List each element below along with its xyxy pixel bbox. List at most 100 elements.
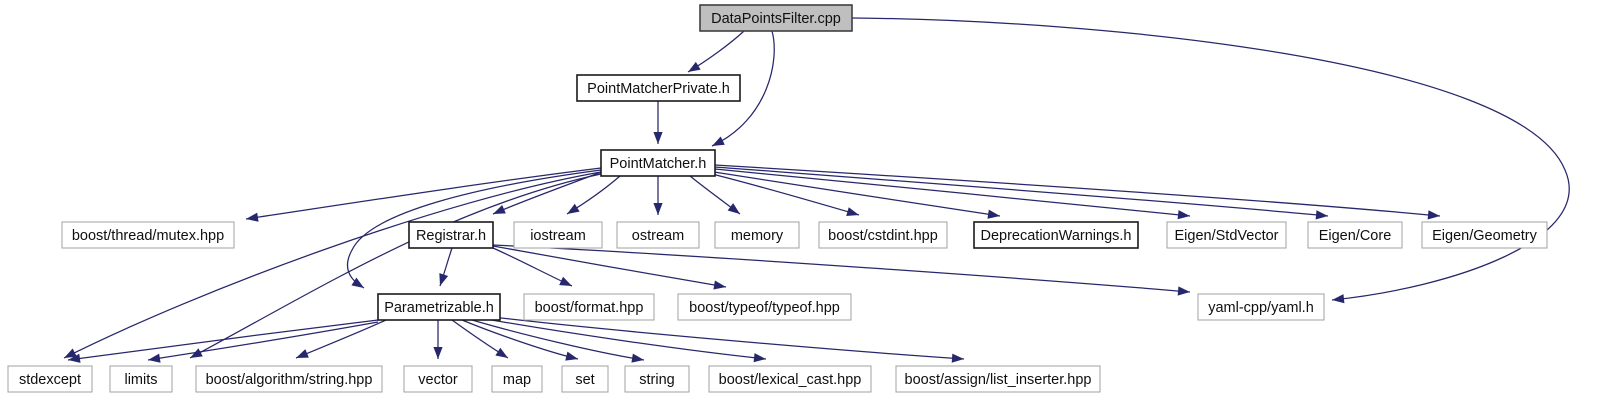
node-box-boostlexicalcast[interactable] [708,365,872,393]
arrowhead-pointmatcherprivate-to-pointmatcher [653,132,663,144]
edge-pointmatcher-to-parametrizable [347,169,602,289]
arrowhead-parametrizable-to-set [565,351,578,361]
node-boostmutex[interactable]: boost/thread/mutex.hpp [61,221,235,249]
node-box-datapointsfilter[interactable] [699,4,853,32]
edge-pointmatcher-to-boostmutex [245,167,602,220]
node-box-string[interactable] [624,365,690,393]
edge-pointmatcher-to-eigencore [714,166,1329,217]
node-box-map[interactable] [491,365,543,393]
node-box-registrar[interactable] [408,221,494,249]
arrowhead-pointmatcher-to-eigencore [1315,210,1328,220]
arrowhead-pointmatcher-to-registrar [493,204,506,214]
node-box-memory[interactable] [714,221,800,249]
arrowhead-pointmatcher-to-boostcstdint [846,207,859,217]
arrowhead-datapointsfilter-to-pointmatcher [712,136,725,146]
node-box-pointmatcherprivate[interactable] [576,74,741,102]
node-eigenstdvector[interactable]: Eigen/StdVector [1166,221,1287,249]
node-box-limits[interactable] [109,365,173,393]
node-box-boosttypeof[interactable] [677,293,852,321]
node-iostream[interactable]: iostream [513,221,603,249]
node-boostcstdint[interactable]: boost/cstdint.hpp [818,221,948,249]
arrowhead-datapointsfilter-to-yamlcpp [1332,294,1345,304]
node-box-boostalgostring[interactable] [195,365,383,393]
node-box-pointmatcher[interactable] [600,149,716,177]
node-boostlexicalcast[interactable]: boost/lexical_cast.hpp [708,365,872,393]
node-limits[interactable]: limits [109,365,173,393]
node-box-iostream[interactable] [513,221,603,249]
node-box-boostassignlist[interactable] [895,365,1101,393]
edge-pointmatcher-to-boostcstdint [711,173,860,216]
arrowhead-pointmatcher-to-eigenstdvector [1177,210,1190,220]
arrowhead-pointmatcher-to-limits [190,348,203,358]
nodes-layer: DataPointsFilter.cppPointMatcherPrivate.… [7,4,1548,393]
node-set[interactable]: set [561,365,609,393]
edge-registrar-to-boostformat [492,247,573,287]
arrowhead-pointmatcher-to-parametrizable [351,277,364,288]
edge-datapointsfilter-to-yamlcpp [851,17,1570,301]
arrowhead-pointmatcher-to-stdexcept [64,348,77,358]
edge-parametrizable-to-boostlexicalcast [479,317,767,360]
node-box-stdexcept[interactable] [7,365,93,393]
node-box-eigencore[interactable] [1307,221,1403,249]
node-eigencore[interactable]: Eigen/Core [1307,221,1403,249]
node-yamlcpp[interactable]: yaml-cpp/yaml.h [1197,293,1325,321]
node-registrar[interactable]: Registrar.h [408,221,494,249]
edge-parametrizable-to-stdexcept [67,319,379,361]
node-pointmatcherprivate[interactable]: PointMatcherPrivate.h [576,74,741,102]
node-box-set[interactable] [561,365,609,393]
arrowhead-parametrizable-to-map [495,347,508,358]
arrowhead-parametrizable-to-stdexcept [68,353,81,363]
arrowhead-registrar-to-boostformat [559,276,572,286]
arrowhead-parametrizable-to-boostalgostring [296,349,309,358]
arrowhead-parametrizable-to-boostlexicalcast [753,353,766,363]
arrowhead-parametrizable-to-boostassignlist [951,353,964,363]
edge-parametrizable-to-boostalgostring [295,319,387,359]
arrowhead-pointmatcher-to-boostmutex [246,212,259,222]
edge-datapointsfilter-to-pointmatcher [711,30,775,147]
arrowhead-parametrizable-to-limits [148,353,161,363]
edge-parametrizable-to-boostassignlist [483,315,965,360]
node-stdexcept[interactable]: stdexcept [7,365,93,393]
arrowhead-registrar-to-boosttypeof [713,280,726,290]
arrowhead-pointmatcher-to-eigengeometry [1427,210,1440,220]
arrowhead-parametrizable-to-vector [433,347,443,359]
arrowhead-pointmatcher-to-deprecationwarnings [987,209,1000,219]
node-vector[interactable]: vector [403,365,473,393]
arrowhead-registrar-to-parametrizable [439,273,449,286]
arrowhead-pointmatcher-to-memory [727,203,740,214]
edge-parametrizable-to-string [471,319,645,361]
node-pointmatcher[interactable]: PointMatcher.h [600,149,716,177]
node-deprecationwarnings[interactable]: DeprecationWarnings.h [973,221,1139,249]
node-box-eigengeometry[interactable] [1421,221,1548,249]
edge-parametrizable-to-limits [147,321,379,361]
edges-layer [63,17,1570,363]
node-box-boostcstdint[interactable] [818,221,948,249]
node-box-deprecationwarnings[interactable] [973,221,1139,249]
edge-registrar-to-boosttypeof [492,245,727,288]
node-map[interactable]: map [491,365,543,393]
node-box-parametrizable[interactable] [377,293,501,321]
node-box-boostformat[interactable] [523,293,655,321]
node-boostalgostring[interactable]: boost/algorithm/string.hpp [195,365,383,393]
edge-pointmatcher-to-stdexcept [63,171,602,359]
node-box-ostream[interactable] [616,221,700,249]
node-memory[interactable]: memory [714,221,800,249]
node-boostformat[interactable]: boost/format.hpp [523,293,655,321]
node-box-boostmutex[interactable] [61,221,235,249]
node-string[interactable]: string [624,365,690,393]
node-box-eigenstdvector[interactable] [1166,221,1287,249]
node-boostassignlist[interactable]: boost/assign/list_inserter.hpp [895,365,1101,393]
node-eigengeometry[interactable]: Eigen/Geometry [1421,221,1548,249]
arrowhead-pointmatcher-to-iostream [567,203,580,214]
arrowhead-parametrizable-to-string [631,353,644,363]
node-parametrizable[interactable]: Parametrizable.h [377,293,501,321]
node-boosttypeof[interactable]: boost/typeof/typeof.hpp [677,293,852,321]
node-datapointsfilter[interactable]: DataPointsFilter.cpp [699,4,853,32]
edge-pointmatcher-to-eigengeometry [714,164,1441,217]
node-box-vector[interactable] [403,365,473,393]
arrowhead-datapointsfilter-to-pointmatcherprivate [688,61,701,72]
node-box-yamlcpp[interactable] [1197,293,1325,321]
node-ostream[interactable]: ostream [616,221,700,249]
